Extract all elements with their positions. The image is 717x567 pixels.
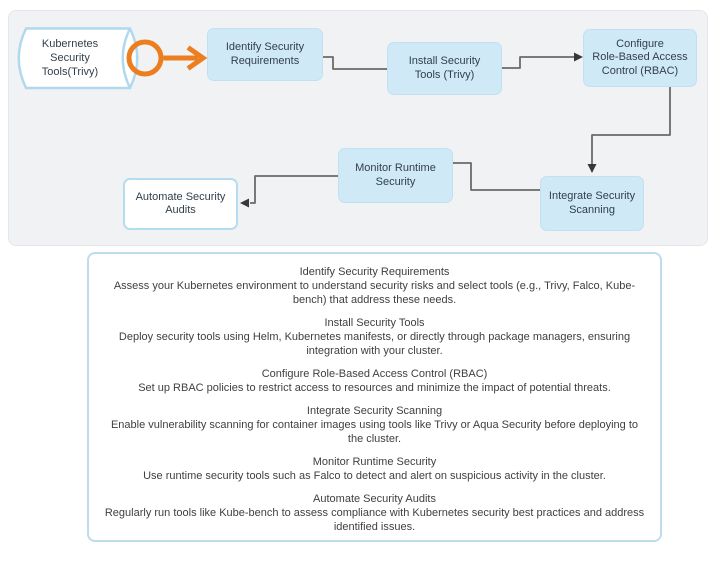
step-description: Deploy security tools using Helm, Kubern… [118,331,631,357]
connector-install-rbac [502,56,575,69]
step-title: Configure Role-Based Access Control (RBA… [261,368,488,380]
cylinder-rim-arc [121,27,132,89]
details-panel: Identify Security Requirements Assess yo… [87,252,662,542]
step-description: Use runtime security tools such as Falco… [143,470,606,482]
step-title: Install Security Tools [324,317,425,329]
connector-monitor-automate [250,175,338,204]
connector-monitor-integrate [453,162,540,191]
step-description: Assess your Kubernetes environment to un… [113,280,636,306]
arrowhead-into-integrate [587,164,597,173]
step-title: Identify Security Requirements [299,266,450,278]
node-automate-security-audits: Automate Security Audits [123,178,238,230]
node-integrate-security-scanning: Integrate Security Scanning [540,176,644,231]
step-description: Enable vulnerability scanning for contai… [110,419,639,445]
step-section: Automate Security Audits Regularly run t… [103,492,646,534]
step-description: Set up RBAC policies to restrict access … [138,382,611,394]
flowchart-edges-layer [17,27,671,208]
step-title: Integrate Security Scanning [306,405,443,417]
step-section: Configure Role-Based Access Control (RBA… [103,367,646,395]
start-circle-arrow-icon [126,39,208,77]
step-description: Regularly run tools like Kube-bench to a… [104,507,645,533]
step-section: Install Security Tools Deploy security t… [103,316,646,358]
connector-identify-install [323,56,387,70]
arrowhead-into-rbac [574,52,583,62]
node-install-security-tools: Install Security Tools (Trivy) [387,42,502,95]
arrowhead-into-automate [240,198,249,208]
node-monitor-runtime-security: Monitor Runtime Security [338,148,453,203]
step-section: Monitor Runtime Security Use runtime sec… [103,455,646,483]
node-identify-security-requirements: Identify Security Requirements [207,28,323,81]
node-kubernetes-security-tools: Kubernetes Security Tools(Trivy) [41,38,99,78]
step-section: Identify Security Requirements Assess yo… [103,265,646,307]
step-title: Monitor Runtime Security [312,456,437,468]
step-title: Automate Security Audits [313,493,436,505]
node-configure-rbac: Configure Role-Based Access Control (RBA… [583,29,697,87]
connector-rbac-integrate [591,87,671,164]
step-section: Integrate Security Scanning Enable vulne… [103,404,646,446]
